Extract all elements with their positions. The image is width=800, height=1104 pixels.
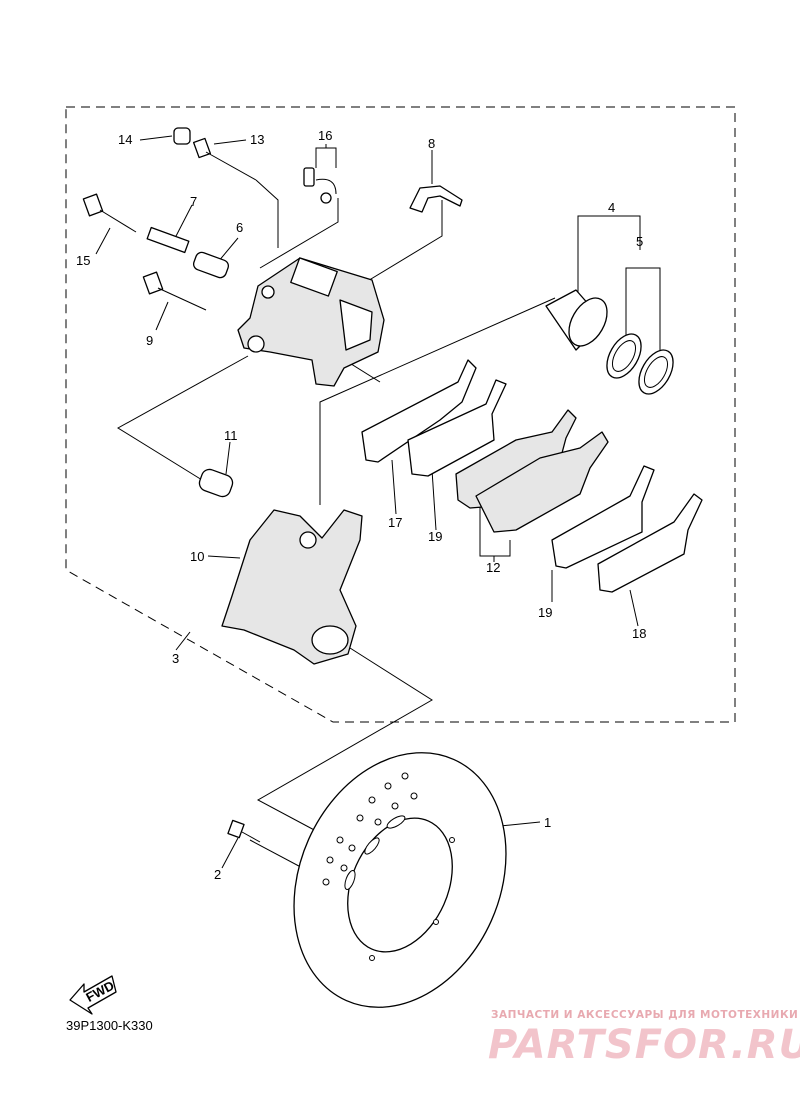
diagram-code: 39P1300-K330 — [66, 1018, 153, 1033]
brake-pad-set-12[interactable] — [455, 409, 609, 533]
brake-pad-19-right[interactable] — [551, 465, 655, 569]
label-14: 14 — [118, 132, 132, 147]
label-17: 17 — [388, 515, 402, 530]
callout-lines — [95, 135, 661, 869]
caliper-body[interactable] — [237, 257, 385, 387]
label-15: 15 — [76, 253, 90, 268]
pin-boot-6[interactable] — [192, 251, 230, 280]
label-7: 7 — [190, 194, 197, 209]
assembly-boundary — [65, 106, 736, 723]
brake-disc[interactable] — [255, 719, 545, 1042]
label-2: 2 — [214, 867, 221, 882]
label-10: 10 — [190, 549, 204, 564]
pad-spring[interactable] — [409, 185, 463, 213]
pad-shim-17[interactable] — [361, 359, 477, 463]
label-5: 5 — [636, 234, 643, 249]
label-11: 11 — [224, 428, 238, 443]
caliper-bolt-9[interactable] — [142, 271, 207, 311]
pad-shim-18[interactable] — [597, 493, 703, 593]
label-3: 3 — [172, 651, 179, 666]
piston-seal-5b[interactable] — [632, 344, 680, 400]
watermark-tagline: ЗАПЧАСТИ И АКСЕССУАРЫ ДЛЯ МОТОТЕХНИКИ — [491, 1009, 799, 1021]
caliper-bracket[interactable] — [221, 509, 363, 665]
bleed-screw[interactable] — [303, 167, 337, 204]
label-18: 18 — [632, 626, 646, 641]
label-13: 13 — [250, 132, 264, 147]
label-9: 9 — [146, 333, 153, 348]
bracket-boot[interactable] — [197, 467, 235, 499]
caliper-bolt-15[interactable] — [82, 193, 137, 233]
brake-pad-19-left[interactable] — [407, 379, 507, 477]
label-12: 12 — [486, 560, 500, 575]
label-8: 8 — [428, 136, 435, 151]
piston-seal-5a[interactable] — [600, 328, 648, 384]
label-1: 1 — [544, 815, 551, 830]
slide-pin[interactable] — [146, 226, 190, 254]
pad-pin-plug[interactable] — [173, 127, 191, 145]
disc-bolt[interactable] — [227, 819, 261, 843]
label-6: 6 — [236, 220, 243, 235]
fwd-arrow-icon: FWD — [69, 975, 117, 1015]
label-19-right: 19 — [538, 605, 552, 620]
piston[interactable] — [545, 289, 615, 353]
watermark-logo: PARTSFOR.RU — [488, 1022, 800, 1068]
label-16: 16 — [318, 128, 332, 143]
label-4: 4 — [608, 200, 615, 215]
pad-pin[interactable] — [192, 137, 257, 181]
part-labels: 1 2 3 4 5 6 7 8 9 10 11 12 13 14 15 16 1… — [76, 128, 646, 882]
label-19-left: 19 — [428, 529, 442, 544]
